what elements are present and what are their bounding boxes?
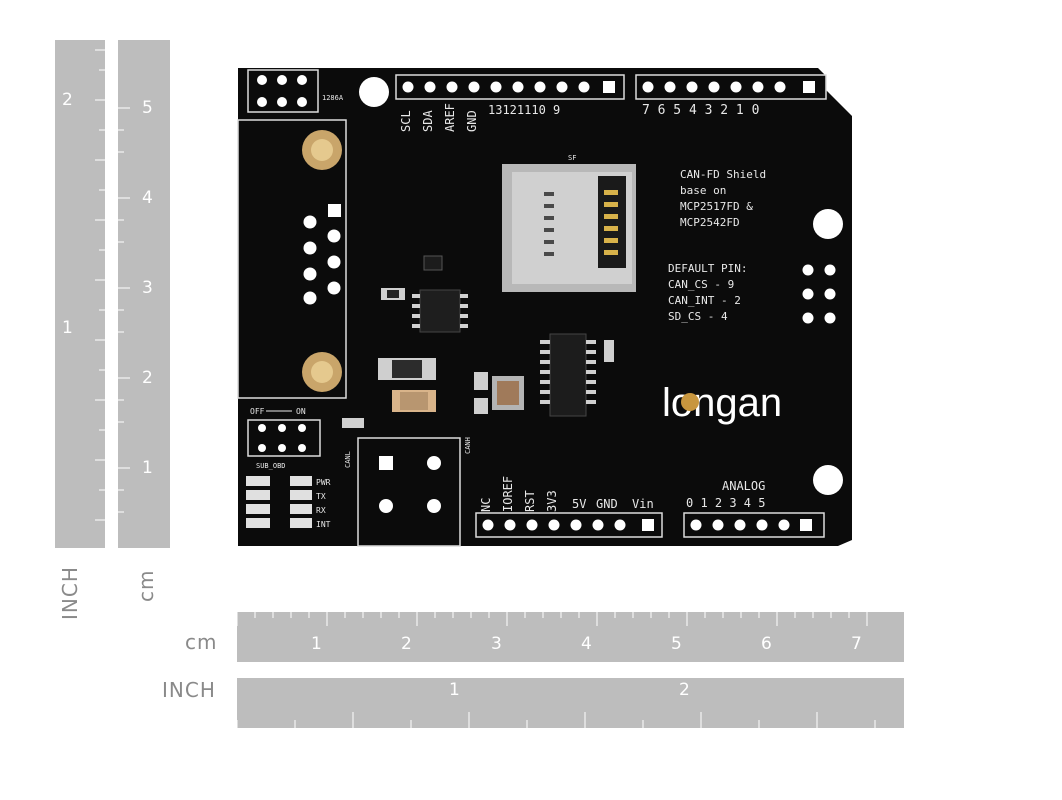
svg-text:PWR: PWR xyxy=(316,478,331,487)
bottom-cm-number-3: 3 xyxy=(491,634,502,654)
left-ruler-ticks xyxy=(95,49,130,521)
board-outline xyxy=(238,68,852,546)
svg-text:MCP2517FD &: MCP2517FD & xyxy=(680,200,753,213)
mounting-hole xyxy=(813,209,843,239)
svg-text:NC: NC xyxy=(479,498,493,512)
svg-text:CANH: CANH xyxy=(464,437,472,454)
left-cm-label: cm xyxy=(134,569,158,602)
can-terminal xyxy=(357,437,461,547)
bottom-inch-number-1: 1 xyxy=(449,680,460,700)
left-cm-ruler xyxy=(118,40,170,548)
svg-text:GND: GND xyxy=(596,497,618,511)
transistor xyxy=(423,255,443,271)
bottom-inch-label: INCH xyxy=(162,678,216,702)
icsp-label: 1286A xyxy=(322,94,344,102)
svg-text:RX: RX xyxy=(316,506,326,515)
bottom-cm-label: cm xyxy=(185,630,218,654)
left-inch-label: INCH xyxy=(58,566,82,620)
svg-text:AREF: AREF xyxy=(443,103,457,132)
bottom-cm-ruler xyxy=(237,612,904,662)
svg-text:CANL: CANL xyxy=(344,451,352,468)
bottom-cm-number-7: 7 xyxy=(851,634,862,654)
can-fd-shield-board: 1286A SCL SDA AREF GND 13121110 9 7 6 5 … xyxy=(237,68,852,547)
svg-text:RST: RST xyxy=(523,490,537,512)
svg-text:3V3: 3V3 xyxy=(545,490,559,512)
chip-soic14 xyxy=(549,333,587,417)
svg-text:IOREF: IOREF xyxy=(501,476,515,512)
sd-label: SF xyxy=(568,154,576,162)
svg-text:ANALOG: ANALOG xyxy=(722,479,765,493)
svg-text:MCP2542FD: MCP2542FD xyxy=(680,216,740,229)
bottom-cm-number-6: 6 xyxy=(761,634,772,654)
left-inch-number-1: 1 xyxy=(62,318,73,338)
svg-text:CAN_CS - 9: CAN_CS - 9 xyxy=(668,278,734,291)
svg-text:CAN-FD Shield: CAN-FD Shield xyxy=(680,168,766,181)
svg-text:OFF: OFF xyxy=(250,407,265,416)
mounting-hole xyxy=(813,465,843,495)
digital-pins-left-label: 13121110 9 xyxy=(488,103,560,117)
chip-soic8 xyxy=(419,289,461,333)
svg-text:TX: TX xyxy=(316,492,326,501)
svg-text:ON: ON xyxy=(296,407,306,416)
left-inch-ruler xyxy=(55,40,105,548)
svg-text:SUB_OBD: SUB_OBD xyxy=(256,462,286,470)
bottom-cm-number-4: 4 xyxy=(581,634,592,654)
mounting-hole xyxy=(359,77,389,107)
svg-text:5V: 5V xyxy=(572,497,586,511)
bottom-cm-number-2: 2 xyxy=(401,634,412,654)
left-cm-number-5: 5 xyxy=(142,98,153,118)
bottom-cm-number-1: 1 xyxy=(311,634,322,654)
bottom-cm-number-5: 5 xyxy=(671,634,682,654)
svg-text:SD_CS - 4: SD_CS - 4 xyxy=(668,310,728,323)
svg-text:GND: GND xyxy=(465,110,479,132)
left-inch-number-2: 2 xyxy=(62,90,73,110)
longan-logo: longan xyxy=(662,381,782,425)
svg-text:0 1 2 3 4 5: 0 1 2 3 4 5 xyxy=(686,496,765,510)
bottom-ruler-ticks xyxy=(237,612,876,728)
bottom-inch-number-2: 2 xyxy=(679,680,690,700)
svg-text:Vin: Vin xyxy=(632,497,654,511)
svg-text:DEFAULT PIN:: DEFAULT PIN: xyxy=(668,262,747,275)
svg-text:INT: INT xyxy=(316,520,331,529)
left-cm-number-2: 2 xyxy=(142,368,153,388)
svg-text:base on: base on xyxy=(680,184,726,197)
logo-seed xyxy=(681,393,699,411)
left-cm-number-3: 3 xyxy=(142,278,153,298)
left-cm-number-4: 4 xyxy=(142,188,153,208)
svg-text:SDA: SDA xyxy=(421,110,435,132)
svg-text:SCL: SCL xyxy=(399,110,413,132)
bottom-inch-ruler xyxy=(237,678,904,728)
digital-pins-right-label: 7 6 5 4 3 2 1 0 xyxy=(642,103,759,118)
left-cm-number-1: 1 xyxy=(142,458,153,478)
svg-text:CAN_INT - 2: CAN_INT - 2 xyxy=(668,294,741,307)
